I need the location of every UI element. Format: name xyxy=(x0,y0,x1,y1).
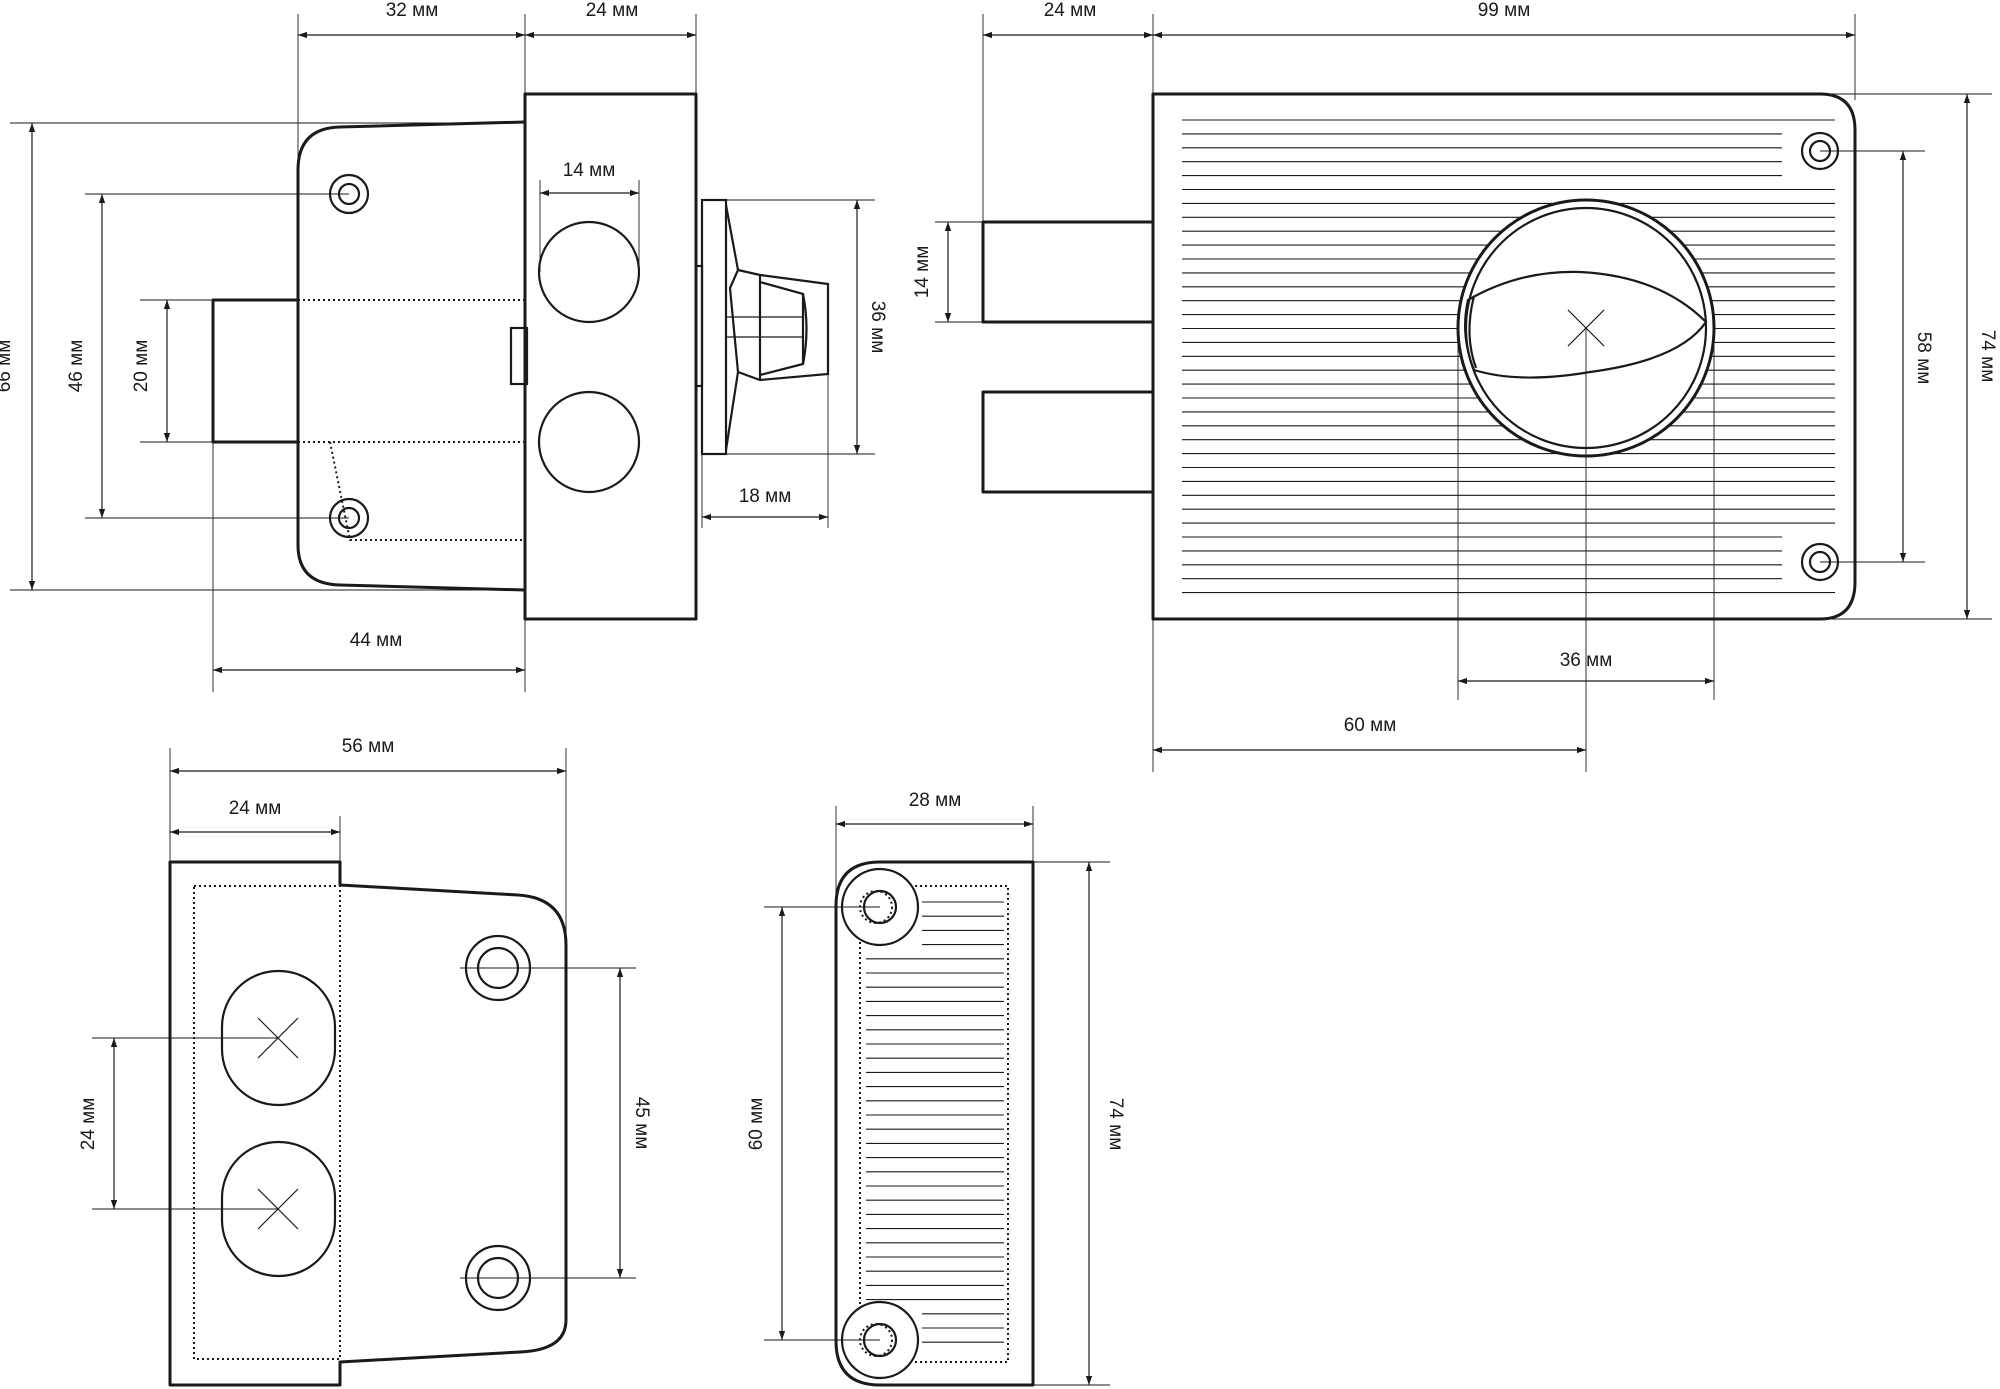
dimension-label: 66 мм xyxy=(0,340,15,393)
strike-hidden-recess xyxy=(193,885,341,1360)
dimension-label: 45 мм xyxy=(631,1097,652,1150)
dimension-label: 14 мм xyxy=(563,160,616,181)
bolt-lower xyxy=(981,390,1155,494)
dimension-label: 36 мм xyxy=(867,301,888,354)
knob-plate-bevel xyxy=(724,204,740,451)
strike-front-hatch-lines xyxy=(866,901,1004,1343)
dimension-label: 24 мм xyxy=(586,0,639,21)
strike-front-screw-top-hidden xyxy=(859,890,893,924)
dimension-label: 28 мм xyxy=(909,790,962,811)
knob-handle-face xyxy=(759,280,805,377)
strike-front-outline xyxy=(834,860,1035,1387)
dimension-label: 60 мм xyxy=(746,1098,767,1151)
dimension-label: 36 мм xyxy=(1560,650,1613,671)
lock-body-front-view: 24 мм 99 мм 14 мм 58 мм 74 мм 36 мм 60 м… xyxy=(912,0,1998,772)
dimension-label: 44 мм xyxy=(350,630,403,651)
dimension-label: 58 мм xyxy=(1913,332,1934,385)
dimension-label: 32 мм xyxy=(386,0,439,21)
bolt-hidden-slant xyxy=(329,441,525,541)
dimension-label: 14 мм xyxy=(912,246,933,299)
cylinder-hole-top xyxy=(537,220,641,324)
dimension-label: 24 мм xyxy=(78,1098,99,1151)
knob-grip-edge xyxy=(1468,295,1478,369)
dimension-label: 46 мм xyxy=(66,340,87,393)
dimension-label: 60 мм xyxy=(1344,715,1397,736)
front-body-outline xyxy=(1151,92,1857,621)
knob-grip xyxy=(1464,270,1708,379)
dimension-label: 56 мм xyxy=(342,736,395,757)
latch-tab xyxy=(509,326,529,386)
dimension-label: 74 мм xyxy=(1105,1098,1126,1151)
dimension-label: 20 мм xyxy=(131,340,152,393)
bolt-upper xyxy=(981,220,1155,324)
dimension-label: 24 мм xyxy=(229,798,282,819)
strike-outline xyxy=(168,860,568,1387)
dimension-label: 99 мм xyxy=(1478,0,1531,21)
lock-body-side-view: 32 мм 24 мм 66 мм 46 мм 20 мм 14 мм 36 м… xyxy=(0,0,888,692)
strike-front-view: 28 мм 60 мм 74 мм xyxy=(746,790,1126,1387)
cylinder-hole-bottom xyxy=(537,390,641,494)
bolt-outline xyxy=(211,298,300,444)
dimension-label: 24 мм xyxy=(1044,0,1097,21)
strike-side-view: 56 мм 24 мм 24 мм 45 мм xyxy=(78,736,652,1387)
knob-handle-curve xyxy=(801,293,808,365)
strike-front-hidden-recess xyxy=(859,885,1009,1363)
strike-front-screw-bottom-hidden xyxy=(859,1323,893,1357)
dimension-label: 18 мм xyxy=(739,486,792,507)
dimension-label: 74 мм xyxy=(1977,330,1998,383)
knob-plate xyxy=(700,198,728,456)
knob-handle xyxy=(737,268,830,382)
mounting-plate-outline xyxy=(296,120,527,592)
